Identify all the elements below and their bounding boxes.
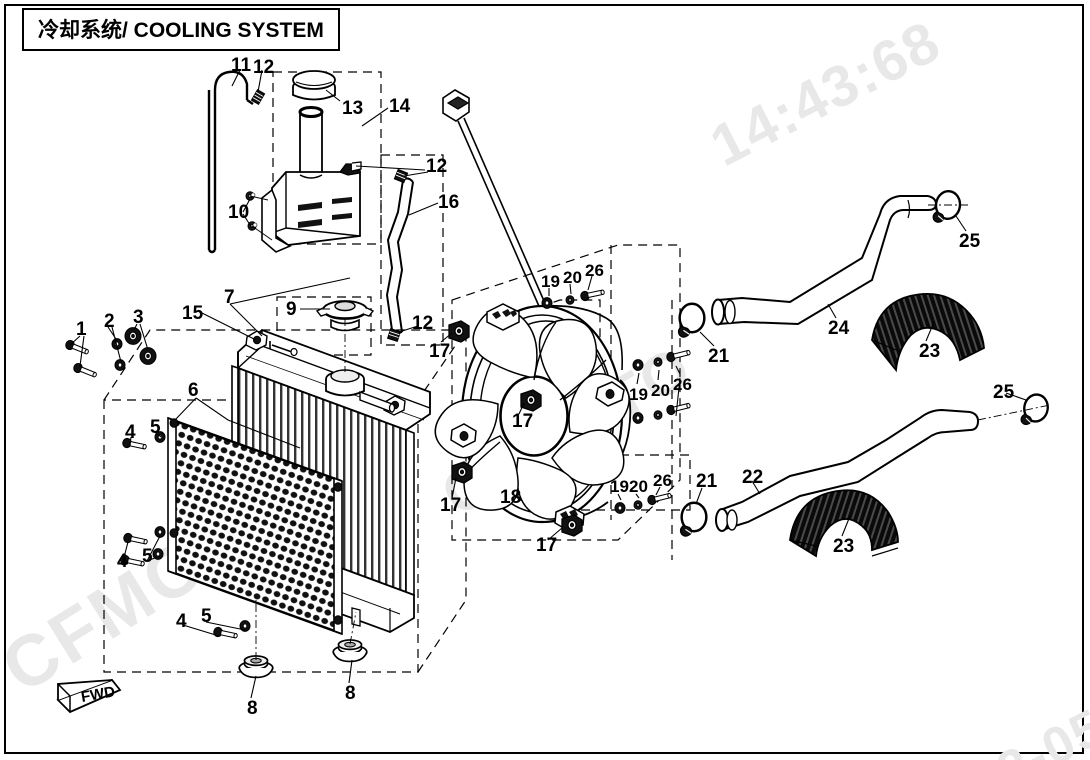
diagram-title-box: 冷却系统/ COOLING SYSTEM [22, 8, 340, 51]
callout-20c: 20 [629, 477, 648, 496]
callout-12b: 12 [426, 156, 448, 177]
callout-22: 22 [742, 467, 764, 488]
callout-13: 13 [342, 98, 364, 119]
callout-23b: 23 [833, 536, 855, 557]
callout-12a: 12 [253, 57, 275, 78]
callout-8b: 8 [345, 683, 356, 704]
callout-26b: 26 [673, 375, 692, 394]
callout-4c: 4 [176, 611, 187, 632]
callout-17b: 17 [512, 411, 534, 432]
callout-10: 10 [228, 202, 250, 223]
callout-17d: 17 [536, 535, 558, 556]
callout-9: 9 [286, 299, 297, 320]
callout-7: 7 [224, 287, 235, 308]
callout-1: 1 [76, 319, 87, 340]
callout-4b: 4 [117, 551, 128, 572]
callout-26c: 26 [653, 471, 672, 490]
callout-6: 6 [188, 380, 199, 401]
callout-8a: 8 [247, 698, 258, 719]
callout-19c: 19 [610, 477, 629, 496]
callout-26a: 26 [585, 261, 604, 280]
callout-24: 24 [828, 318, 850, 339]
page-title: 冷却系统/ COOLING SYSTEM [38, 19, 324, 42]
callout-19b: 19 [629, 385, 648, 404]
callout-25a: 25 [959, 231, 981, 252]
callout-15: 15 [182, 303, 204, 324]
callout-12c: 12 [412, 313, 434, 334]
callout-20b: 20 [651, 381, 670, 400]
callout-19a: 19 [541, 272, 560, 291]
callout-3: 3 [133, 307, 144, 328]
callout-17a: 17 [429, 341, 451, 362]
callout-18: 18 [500, 487, 522, 508]
callout-5b: 5 [142, 546, 153, 567]
callout-5a: 5 [150, 417, 161, 438]
callout-14: 14 [389, 96, 411, 117]
callout-21a: 21 [708, 346, 730, 367]
callout-2: 2 [104, 311, 115, 332]
callout-21b: 21 [696, 471, 718, 492]
callout-11: 11 [231, 55, 252, 76]
callout-23a: 23 [919, 341, 941, 362]
callout-17c: 17 [440, 495, 462, 516]
callout-16: 16 [438, 192, 460, 213]
svg-text:FWD: FWD [80, 683, 117, 706]
callout-5c: 5 [201, 606, 212, 627]
callout-20a: 20 [563, 268, 582, 287]
diagram-border [4, 4, 1084, 754]
callout-4a: 4 [125, 422, 136, 443]
callout-25b: 25 [993, 382, 1015, 403]
